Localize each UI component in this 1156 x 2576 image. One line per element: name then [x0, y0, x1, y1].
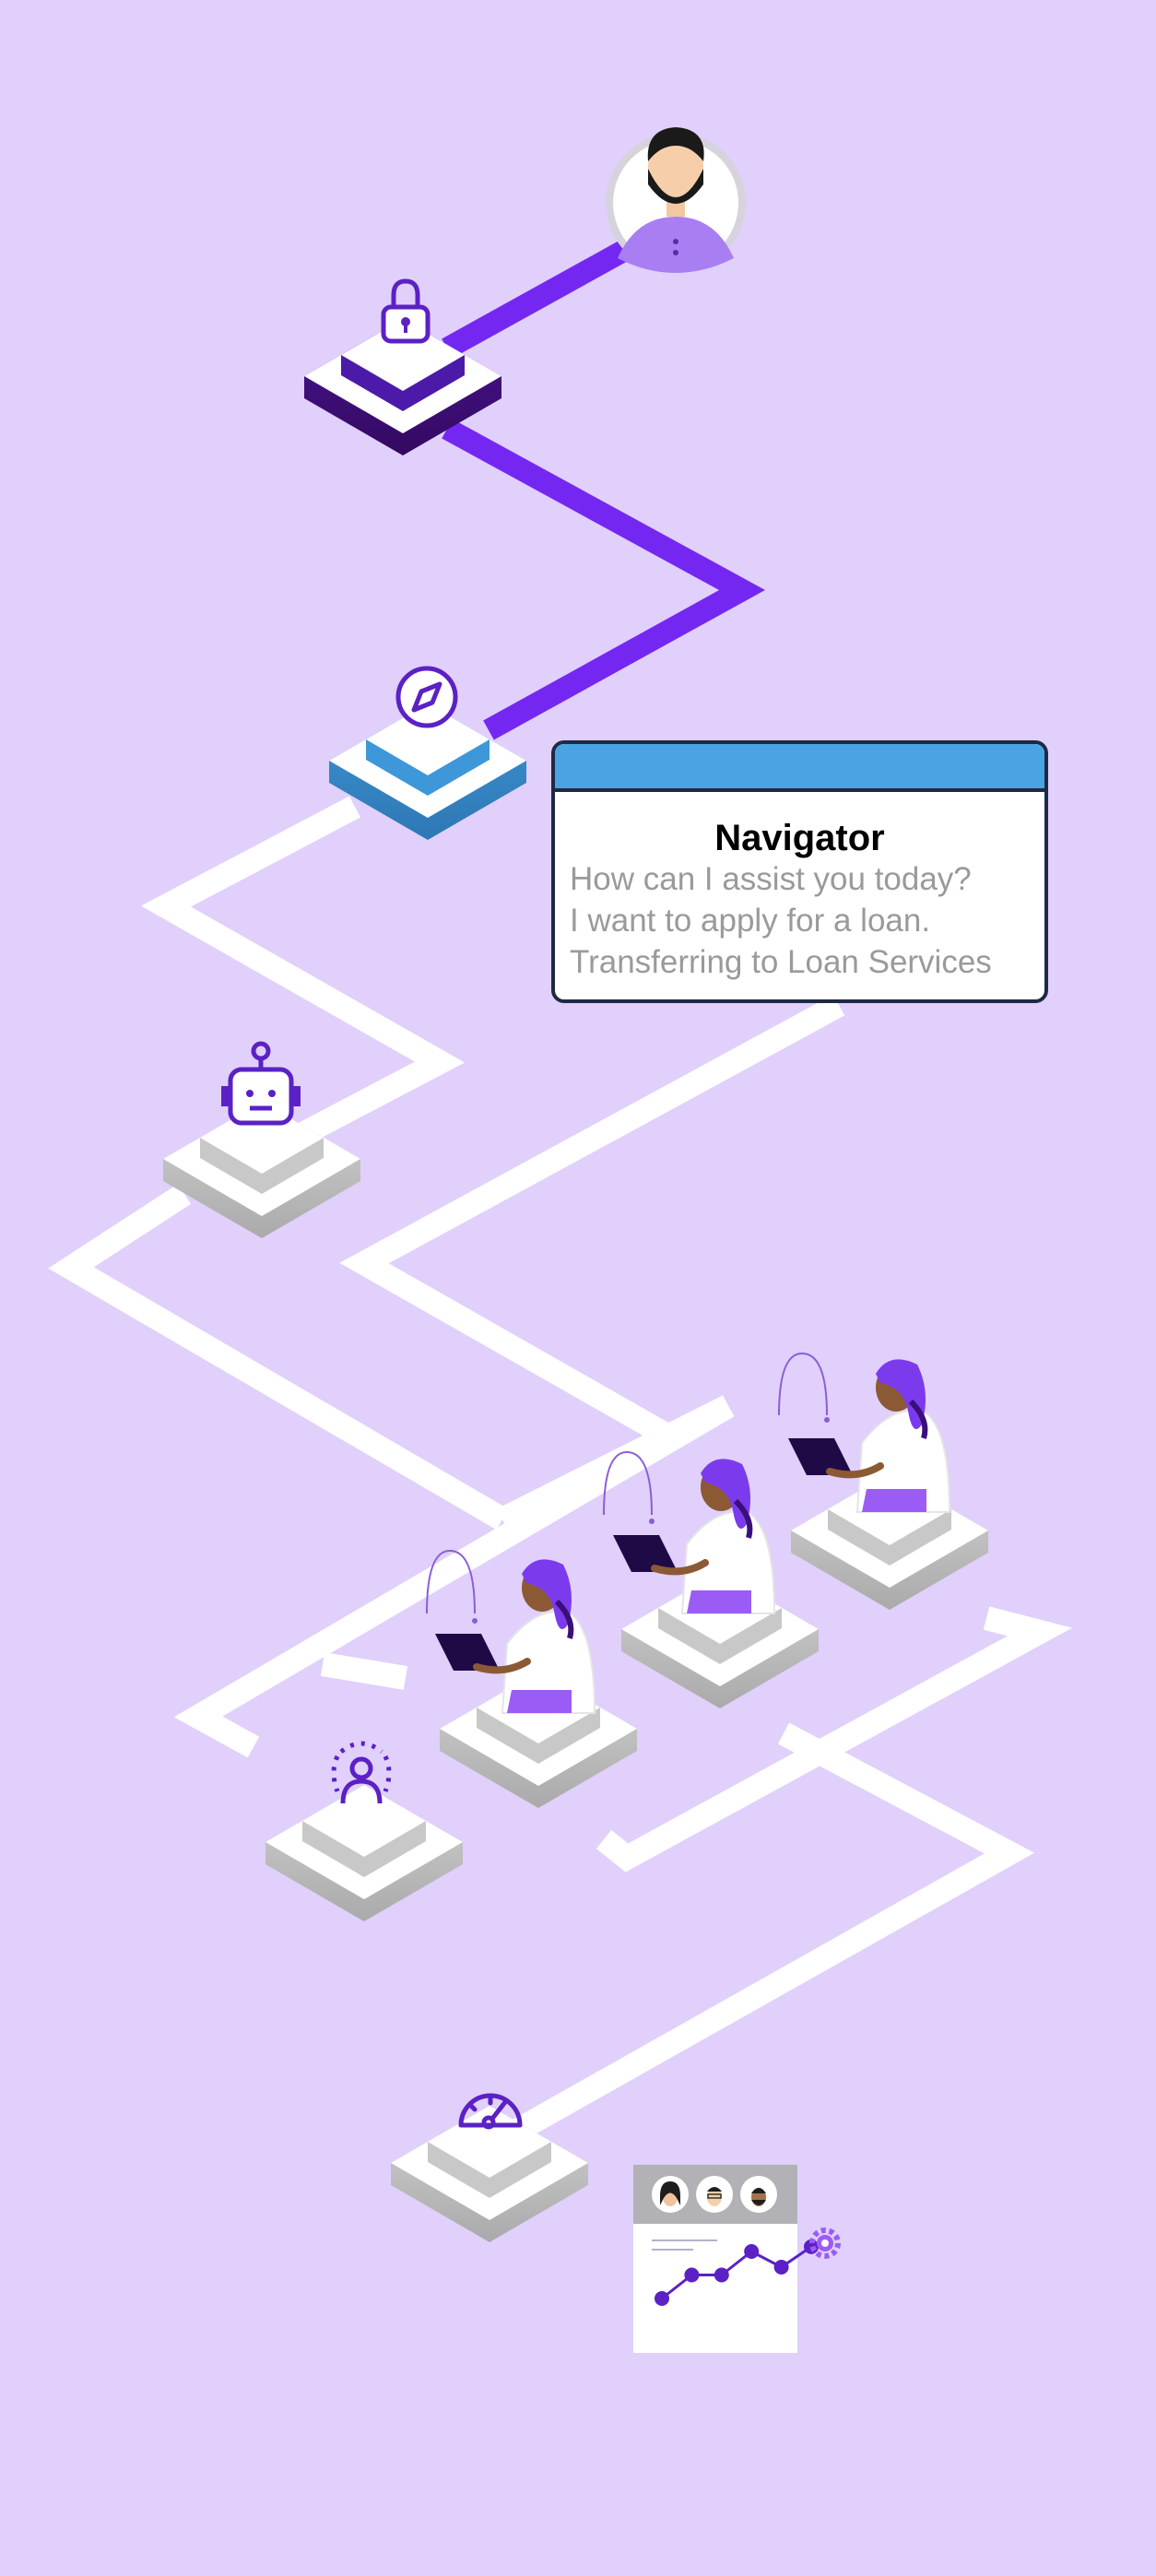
supervisor-node [265, 1741, 463, 1921]
dashboard-card [633, 2165, 841, 2353]
path-cross-left [173, 1395, 735, 1758]
path-popup-to-agents [339, 994, 845, 1445]
bot-node [163, 1041, 360, 1238]
path-bot-to-agents [48, 1184, 509, 1530]
chart-point [684, 2267, 700, 2283]
popup-header [555, 744, 1044, 792]
agent-node-2 [603, 1450, 819, 1708]
chart-point [744, 2244, 760, 2259]
gauge-icon [458, 2093, 523, 2130]
robot-icon [221, 1041, 301, 1126]
chart-point [655, 2291, 669, 2306]
agent-node-3 [778, 1352, 988, 1610]
popup-title: Navigator [714, 818, 885, 858]
agent-figure [613, 1459, 776, 1614]
path-cross-left-stub [320, 1652, 408, 1690]
path-lock-to-navigator [442, 419, 765, 740]
analytics-node [391, 2093, 588, 2242]
dashboard-avatars [652, 2176, 777, 2213]
popup-line: Transferring to Loan Services [570, 944, 992, 980]
popup-line: How can I assist you today? [570, 861, 972, 897]
customer-avatar [606, 127, 746, 273]
dashboard-line-chart [655, 2239, 819, 2306]
popup-line: I want to apply for a loan. [570, 903, 931, 939]
inactive-paths [48, 796, 1073, 2150]
path-navigator-to-bot [140, 796, 466, 1159]
path-customer-to-lock [442, 239, 632, 359]
compass-icon [395, 666, 458, 728]
settings-gear-icon [809, 2227, 841, 2259]
person-with-dots-icon [331, 1741, 392, 1804]
path-upper-crossing [497, 1395, 734, 1530]
authentication-node [304, 278, 501, 455]
agent-figure [788, 1359, 951, 1513]
navigator-node [329, 666, 526, 840]
navigator-popup: Navigator How can I assist you today? I … [551, 740, 1048, 1003]
chart-point [714, 2267, 729, 2283]
active-path [442, 239, 765, 740]
path-main-down [496, 1722, 1035, 2150]
chart-point [773, 2260, 789, 2275]
path-agent3-to-right [596, 1606, 1073, 1873]
lock-icon [381, 278, 431, 344]
agent-node-1 [426, 1549, 637, 1808]
agent-figure [435, 1559, 596, 1714]
